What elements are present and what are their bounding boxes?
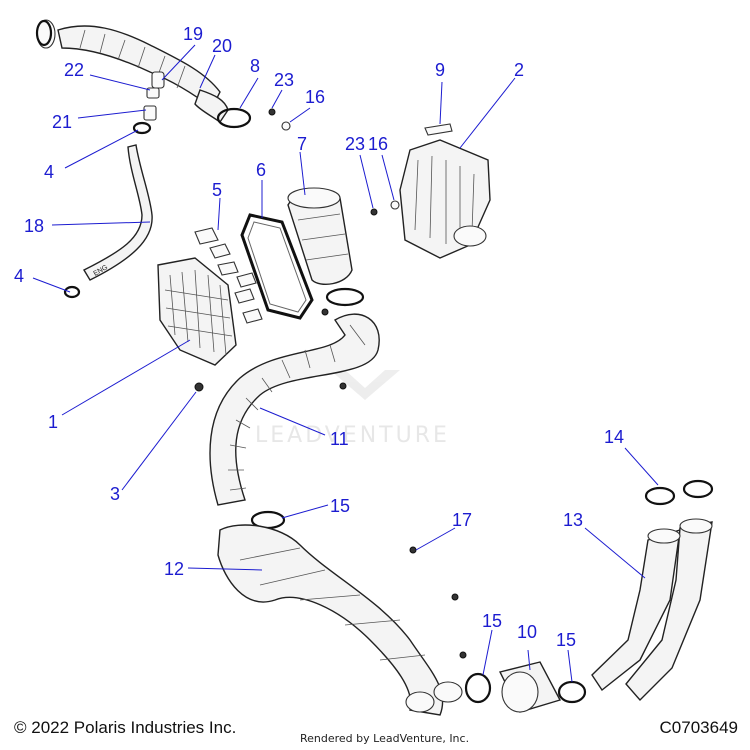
callout-19: 19 xyxy=(183,24,203,44)
callouts: 19 20 22 8 23 16 9 2 21 23 16 7 4 6 5 18… xyxy=(14,24,624,650)
copyright-text: © 2022 Polaris Industries Inc. xyxy=(14,718,237,737)
fitting-21 xyxy=(143,105,157,121)
callout-15-upper: 15 xyxy=(330,496,350,516)
air-filter xyxy=(287,187,353,286)
airbox-gasket xyxy=(240,213,314,320)
callout-15-right: 15 xyxy=(556,630,576,650)
callout-21: 21 xyxy=(52,112,72,132)
breather-hose: ENG xyxy=(83,144,153,281)
callout-2: 2 xyxy=(514,60,524,80)
coupler-10 xyxy=(498,661,562,713)
bolt-near-tube xyxy=(321,308,347,390)
callout-16-lower: 16 xyxy=(368,134,388,154)
callout-17: 17 xyxy=(452,510,472,530)
callout-15-left: 15 xyxy=(482,611,502,631)
airbox-base xyxy=(157,257,237,366)
hose-clamp-upper xyxy=(132,121,152,135)
hardware-16-upper xyxy=(281,121,291,131)
airbox-cover xyxy=(399,139,491,259)
callout-9: 9 xyxy=(435,60,445,80)
callout-4-upper: 4 xyxy=(44,162,54,182)
callout-8: 8 xyxy=(250,56,260,76)
callout-5: 5 xyxy=(212,180,222,200)
callout-23-lower: 23 xyxy=(345,134,365,154)
outlet-tubes xyxy=(591,518,713,702)
callout-18: 18 xyxy=(24,216,44,236)
clamp-15-right xyxy=(557,680,587,704)
watermark-text: LEADVENTURE xyxy=(255,423,450,448)
clamps-14 xyxy=(644,479,714,506)
callout-14: 14 xyxy=(604,427,624,447)
callout-10: 10 xyxy=(517,622,537,642)
hardware-23-lower xyxy=(370,208,378,216)
screw-3 xyxy=(194,382,204,392)
bolt-17 xyxy=(409,546,467,659)
callout-13: 13 xyxy=(563,510,583,530)
callout-6: 6 xyxy=(256,160,266,180)
callout-22: 22 xyxy=(64,60,84,80)
hardware-16-lower xyxy=(390,200,400,210)
intake-tube xyxy=(209,287,380,506)
callout-3: 3 xyxy=(110,484,120,504)
rendered-by-text: Rendered by LeadVenture, Inc. xyxy=(300,732,470,745)
callout-7: 7 xyxy=(297,134,307,154)
callout-16-upper: 16 xyxy=(305,87,325,107)
clamp-8 xyxy=(216,107,252,129)
diagram-code: C0703649 xyxy=(659,718,738,737)
watermark-logo: LEADVENTURE xyxy=(255,370,450,448)
lower-duct xyxy=(217,524,463,716)
leader-lines xyxy=(32,44,659,683)
clamp-15-left xyxy=(464,672,492,704)
callout-11: 11 xyxy=(330,429,349,449)
callout-12: 12 xyxy=(164,559,184,579)
seal-9 xyxy=(424,123,453,136)
fitting-22 xyxy=(146,87,160,99)
callout-4-lower: 4 xyxy=(14,266,24,286)
callout-23-upper: 23 xyxy=(274,70,294,90)
callout-20: 20 xyxy=(212,36,232,56)
callout-1: 1 xyxy=(48,412,58,432)
airbox-clips xyxy=(194,227,263,324)
hose-clamp-lower xyxy=(63,285,81,299)
hardware-23-upper xyxy=(268,108,276,116)
